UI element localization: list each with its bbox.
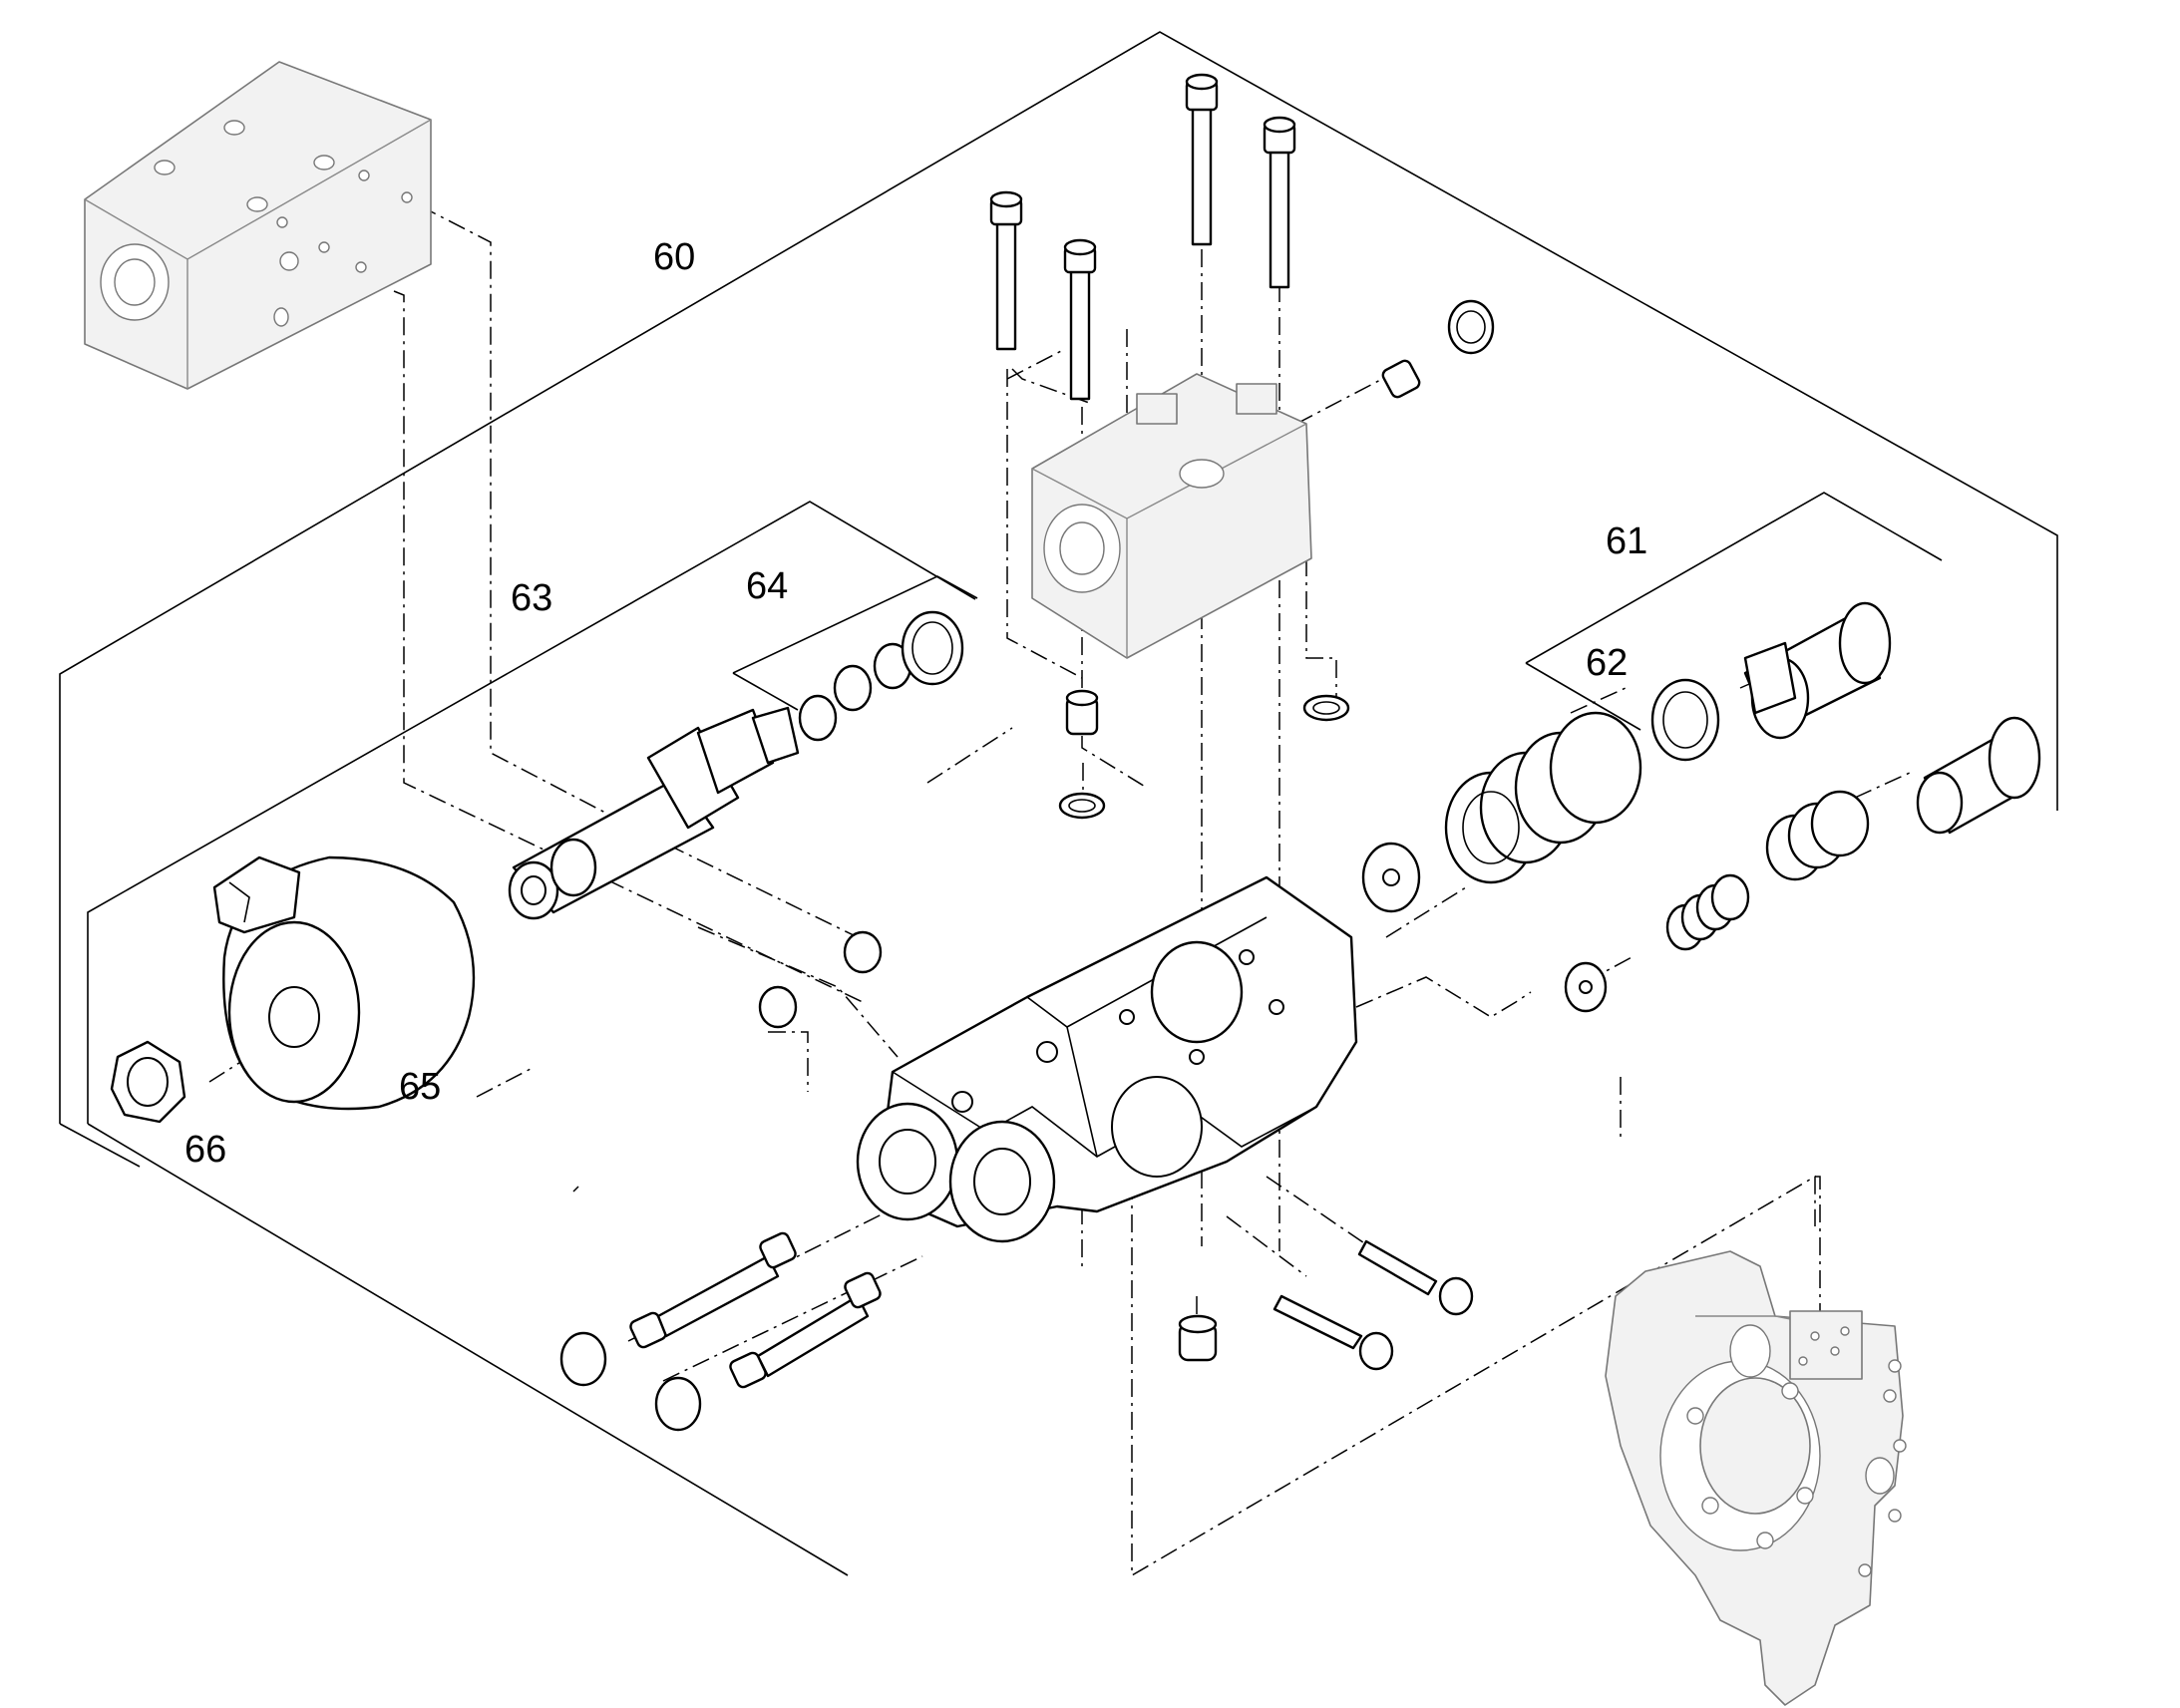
plug-bottom [1178, 1314, 1218, 1362]
callout-60: 60 [653, 236, 695, 278]
spring-medium [1765, 790, 1870, 881]
callout-62: 62 [1586, 642, 1628, 684]
plug-screw-left-2 [654, 1271, 882, 1432]
adapter-block [1031, 373, 1312, 659]
plug-screw-left-1 [559, 1231, 797, 1387]
o-ring-64-b [833, 664, 873, 712]
callout-61: 61 [1606, 520, 1647, 562]
ghost-pump-housing [1605, 1250, 1907, 1706]
cap-screw-4 [1263, 116, 1296, 289]
cap-screw-1 [989, 190, 1023, 351]
callouts: 60 61 62 63 64 65 66 [184, 236, 1647, 1171]
valve-body [856, 875, 1358, 1243]
o-ring-body-1 [843, 930, 883, 974]
callout-65: 65 [399, 1066, 441, 1108]
callout-64: 64 [746, 565, 788, 607]
ghost-mounting-block [84, 61, 432, 390]
cap-screw-2 [1063, 238, 1097, 401]
o-ring-body-2 [758, 985, 798, 1029]
spring-small [1665, 873, 1750, 951]
plug-top-right [1381, 299, 1495, 399]
o-ring-64-a [798, 694, 838, 742]
assembly-frame-61 [1525, 492, 1943, 731]
o-ring-62 [1650, 678, 1720, 762]
solenoid-coil-65 [212, 855, 476, 1111]
hex-nut-66 [110, 1040, 186, 1124]
callout-66: 66 [184, 1129, 226, 1171]
solenoid-cartridge-63 [508, 706, 800, 920]
callout-63: 63 [511, 577, 552, 619]
cap-screw-lower-1 [1357, 1239, 1474, 1316]
assembly-frame-63 [59, 501, 976, 1576]
spring-large [1444, 711, 1642, 884]
cap-screw-lower-2 [1272, 1294, 1394, 1371]
o-ring-64-d [901, 610, 964, 686]
sleeve-insert [1065, 689, 1099, 736]
o-ring-small-1 [1058, 792, 1106, 820]
valve-cartridge-lower [1916, 716, 2041, 835]
spring-seat-small [1564, 961, 1608, 1013]
cap-screw-3 [1185, 73, 1219, 246]
assembly-frame-64 [732, 575, 978, 711]
assembly-frame-60 [59, 31, 2058, 1124]
spring-seat-large [1361, 842, 1421, 913]
o-ring-small-2 [1302, 694, 1350, 722]
valve-cartridge-61 [1743, 601, 1892, 740]
